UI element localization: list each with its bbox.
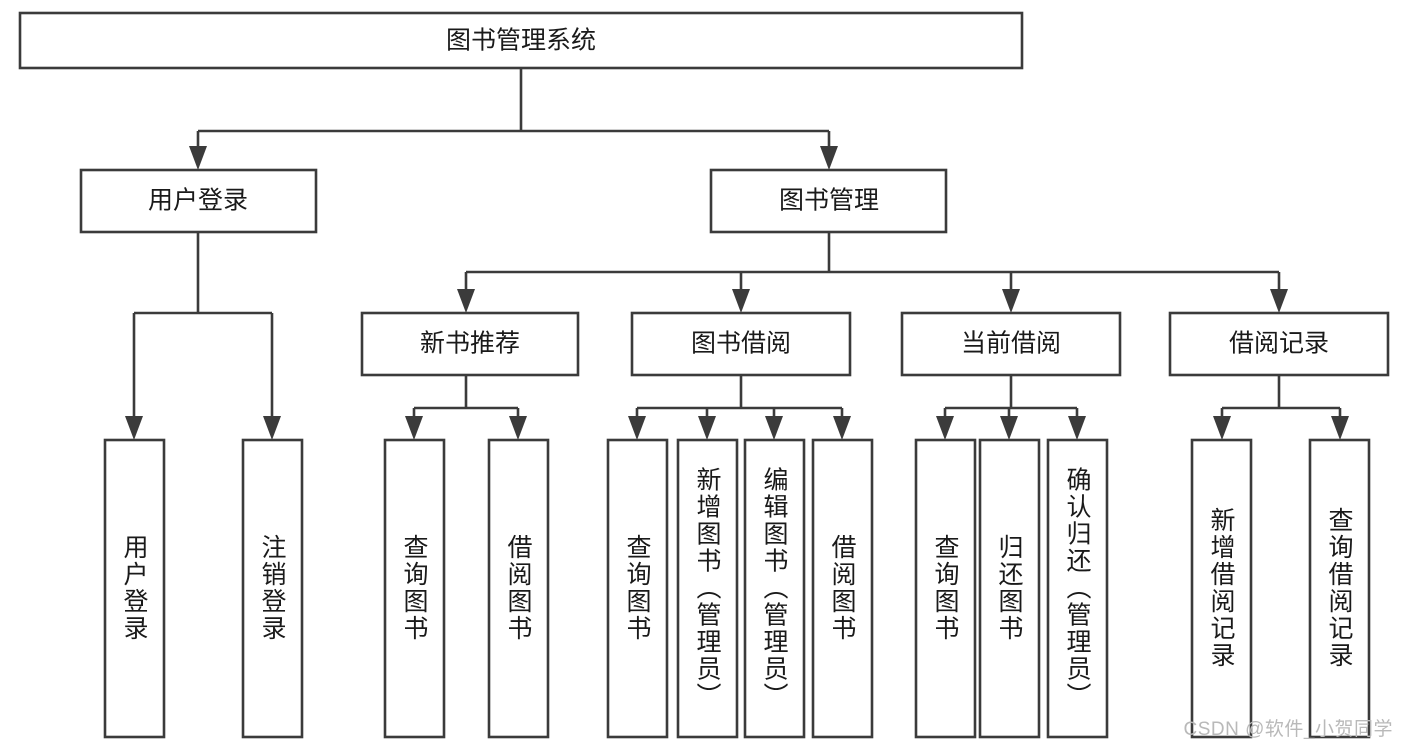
- node-book-management[interactable]: 图书管理: [709, 168, 948, 234]
- node-book-management-label: 图书管理: [779, 187, 879, 215]
- arrow-nbr-l1: [405, 416, 423, 440]
- node-leaf-return-book-label: 归还图书: [995, 534, 1024, 642]
- node-leaf-user-login[interactable]: 用户登录: [103, 438, 166, 739]
- node-current-borrow-label: 当前借阅: [961, 330, 1061, 358]
- arrow-bb-l1: [628, 416, 646, 440]
- node-book-borrow-box[interactable]: [630, 311, 852, 377]
- node-root[interactable]: 图书管理系统: [18, 11, 1024, 70]
- node-user-login-label: 用户登录: [148, 187, 248, 215]
- node-book-borrow-label: 图书借阅: [691, 330, 791, 358]
- node-new-book-recommend-box[interactable]: [360, 311, 580, 377]
- node-leaf-user-login-label: 用户登录: [120, 534, 149, 642]
- node-leaf-user-logout-label: 注销登录: [258, 534, 287, 642]
- node-root-label: 图书管理系统: [446, 27, 596, 55]
- node-leaf-query-record[interactable]: 查询借阅记录: [1308, 438, 1371, 739]
- node-root-box[interactable]: [18, 11, 1024, 70]
- node-leaf-user-login-box[interactable]: [103, 438, 166, 739]
- arrow-bb-l2: [698, 416, 716, 440]
- node-leaf-borrow-book-2-box[interactable]: [811, 438, 874, 739]
- node-leaf-add-book[interactable]: 新增图书（管理员）: [676, 438, 739, 739]
- node-leaf-add-record-box[interactable]: [1190, 438, 1253, 739]
- node-leaf-confirm-return-label: 确认归还（管理员）: [1063, 467, 1092, 710]
- node-leaf-query-book-2[interactable]: 查询图书: [606, 438, 669, 739]
- arrow-bm-c3: [1002, 289, 1020, 313]
- node-leaf-query-book-2-box[interactable]: [606, 438, 669, 739]
- node-leaf-borrow-book-2-label: 借阅图书: [828, 534, 857, 642]
- arrow-bb-l3: [765, 416, 783, 440]
- node-book-borrow[interactable]: 图书借阅: [630, 311, 852, 377]
- node-leaf-return-book[interactable]: 归还图书: [978, 438, 1041, 739]
- arrow-bm-c4: [1270, 289, 1288, 313]
- node-leaf-edit-book-box[interactable]: [743, 438, 806, 739]
- node-leaf-user-logout-box[interactable]: [241, 438, 304, 739]
- connector-layer: [125, 68, 1349, 440]
- node-leaf-edit-book-label: 编辑图书（管理员）: [760, 467, 789, 710]
- node-new-book-recommend-label: 新书推荐: [420, 330, 520, 358]
- node-borrow-record-label: 借阅记录: [1229, 330, 1329, 358]
- node-leaf-borrow-book-2[interactable]: 借阅图书: [811, 438, 874, 739]
- arrow-bb-l4: [833, 416, 851, 440]
- node-leaf-edit-book[interactable]: 编辑图书（管理员）: [743, 438, 806, 739]
- node-new-book-recommend[interactable]: 新书推荐: [360, 311, 580, 377]
- node-leaf-query-book-1-label: 查询图书: [400, 534, 429, 642]
- node-leaf-query-record-box[interactable]: [1308, 438, 1371, 739]
- node-leaf-query-record-label: 查询借阅记录: [1325, 507, 1354, 669]
- node-borrow-record-box[interactable]: [1168, 311, 1390, 377]
- node-leaf-borrow-book-1-box[interactable]: [487, 438, 550, 739]
- arrow-user-login-l2: [263, 416, 281, 440]
- node-leaf-add-book-box[interactable]: [676, 438, 739, 739]
- arrow-br-l1: [1213, 416, 1231, 440]
- node-current-borrow[interactable]: 当前借阅: [900, 311, 1122, 377]
- arrow-user-login-l1: [125, 416, 143, 440]
- node-current-borrow-box[interactable]: [900, 311, 1122, 377]
- arrow-nbr-l2: [509, 416, 527, 440]
- node-user-login-box[interactable]: [79, 168, 318, 234]
- arrow-bm-c1: [457, 289, 475, 313]
- arrow-br-l2: [1331, 416, 1349, 440]
- arrow-root-to-user-login: [189, 146, 207, 170]
- arrow-root-to-book-management: [820, 146, 838, 170]
- node-leaf-confirm-return-box[interactable]: [1046, 438, 1109, 739]
- node-book-management-box[interactable]: [709, 168, 948, 234]
- node-leaf-add-record[interactable]: 新增借阅记录: [1190, 438, 1253, 739]
- node-leaf-query-book-3[interactable]: 查询图书: [914, 438, 977, 739]
- arrow-cb-l1: [936, 416, 954, 440]
- node-leaf-query-book-3-label: 查询图书: [931, 534, 960, 642]
- node-leaf-return-book-box[interactable]: [978, 438, 1041, 739]
- node-leaf-borrow-book-1-label: 借阅图书: [504, 534, 533, 642]
- node-leaf-user-logout[interactable]: 注销登录: [241, 438, 304, 739]
- node-leaf-confirm-return[interactable]: 确认归还（管理员）: [1046, 438, 1109, 739]
- arrow-cb-l3: [1068, 416, 1086, 440]
- arrow-cb-l2: [1000, 416, 1018, 440]
- node-leaf-add-record-label: 新增借阅记录: [1207, 507, 1236, 669]
- node-leaf-query-book-3-box[interactable]: [914, 438, 977, 739]
- node-borrow-record[interactable]: 借阅记录: [1168, 311, 1390, 377]
- node-leaf-query-book-1[interactable]: 查询图书: [383, 438, 446, 739]
- node-leaf-query-book-1-box[interactable]: [383, 438, 446, 739]
- node-leaf-query-book-2-label: 查询图书: [623, 534, 652, 642]
- node-leaf-add-book-label: 新增图书（管理员）: [693, 467, 722, 710]
- arrow-bm-c2: [732, 289, 750, 313]
- node-leaf-borrow-book-1[interactable]: 借阅图书: [487, 438, 550, 739]
- node-user-login[interactable]: 用户登录: [79, 168, 318, 234]
